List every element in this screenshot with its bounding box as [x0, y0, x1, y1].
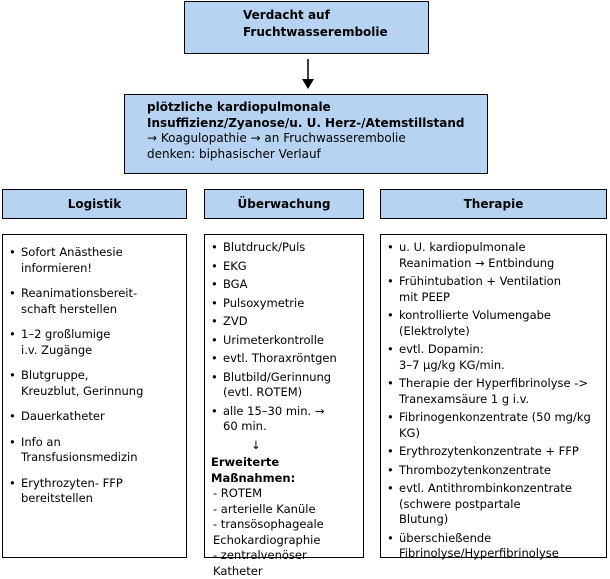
therapie-item-text: 3–7 µg/kg KG/min. [399, 357, 505, 372]
therapie-item-text: (schwere postpartale [399, 496, 521, 511]
therapie-item: Fibrinogenkonzentrate (50 mg/kg KG) [387, 410, 604, 441]
therapie-item-text: u. U. kardiopulmonale [399, 240, 526, 254]
therapie-item-text: Fibrinolyse/Hyperfibrinolyse [399, 546, 559, 560]
ueberwachung-item: Blutbild/Gerinnung(evtl. ROTEM) [211, 370, 359, 401]
logistik-item-text: Sofort Anästhesie [21, 245, 123, 259]
logistik-item-text: Dauerkatheter [21, 409, 105, 423]
ueberwachung-item: alle 15–30 min. →60 min. [211, 404, 359, 435]
ueberwachung-item: Urimeterkontrolle [211, 333, 359, 349]
therapie-item-text: evtl. Dopamin: [399, 342, 484, 356]
ueberwachung-item: EKG [211, 259, 359, 275]
extended-measures-title: Erweiterte Maßnahmen: [211, 455, 296, 485]
suspicion-box: Verdacht auf Fruchtwasserembolie [184, 1, 429, 54]
logistik-item: Blutgruppe,Kreuzblut, Gerinnung [9, 368, 182, 399]
logistik-item: Dauerkatheter [9, 409, 182, 425]
therapie-item-text: kontrollierte Volumengabe [399, 308, 552, 322]
symptoms-line-1: plötzliche kardiopulmonale [147, 100, 331, 114]
therapie-item: Erythrozytenkonzentrate + FFP [387, 444, 604, 460]
logistik-item-text: Blutgruppe, [21, 368, 89, 382]
therapie-item-text: evtl. Antithrombinkonzentrate [399, 481, 572, 495]
ueberwachung-item-text: evtl. Thoraxröntgen [223, 351, 337, 365]
therapie-item-text: mit PEEP [399, 289, 450, 304]
extended-measures-list: - ROTEM- arterielle Kanüle- transösophag… [211, 486, 359, 579]
down-arrow-icon [302, 59, 314, 89]
ueberwachung-item-text: Blutbild/Gerinnung [223, 369, 332, 384]
logistik-item-text: Kreuzblut, Gerinnung [21, 383, 144, 398]
ueberwachung-item-text: Pulsoxymetrie [223, 295, 305, 310]
logistik-item-text: bereitstellen [21, 491, 93, 505]
suspicion-line-2: Fruchtwasserembolie [243, 25, 388, 39]
therapie-item: überschießendeFibrinolyse/Hyperfibrinoly… [387, 531, 604, 562]
extended-measure-item: - transösophageale [213, 517, 324, 531]
extended-measure-item: - ROTEM [213, 486, 263, 500]
header-ueberwachung: Überwachung [204, 189, 364, 219]
ueberwachung-item: Blutdruck/Puls [211, 240, 359, 256]
extended-measure-item: - arterielle Kanüle [213, 501, 316, 516]
header-logistik: Logistik [2, 189, 187, 219]
logistik-item-text: 1–2 großlumige [21, 327, 111, 341]
ueberwachung-item-text: Blutdruck/Puls [223, 240, 306, 254]
therapie-item: kontrollierte Volumengabe(Elektrolyte) [387, 308, 604, 339]
therapie-item-text: (Elektrolyte) [399, 323, 470, 338]
symptoms-line-3: → Koagulopathie → an Fruchwasserembolie [147, 131, 406, 145]
therapie-item-text: Fibrinogenkonzentrate (50 mg/kg KG) [399, 410, 591, 440]
therapie-item-text: Reanimation → Entbindung [399, 255, 555, 270]
logistik-item-text: Transfusionsmedizin [21, 450, 138, 464]
symptoms-box: plötzliche kardiopulmonale Insuffizienz/… [124, 94, 488, 174]
therapie-item: Therapie der Hyperfibrinolyse ->Tranexam… [387, 376, 604, 407]
therapie-item: evtl. Antithrombinkonzentrate(schwere po… [387, 481, 604, 528]
ueberwachung-item: Pulsoxymetrie [211, 296, 359, 312]
ueberwachung-item: ZVD [211, 314, 359, 330]
down-arrow-small-icon: ↓ [251, 437, 261, 452]
ueberwachung-column: Blutdruck/PulsEKG BGA PulsoxymetrieZVD Urim… [204, 234, 364, 578]
ueberwachung-item: BGA [211, 277, 359, 293]
therapie-item: Thrombozytenkonzentrate [387, 463, 604, 479]
ueberwachung-item-text: (evtl. ROTEM) [223, 385, 303, 399]
suspicion-line-1: Verdacht auf [243, 8, 330, 22]
logistik-item-text: Info an [21, 434, 61, 449]
ueberwachung-item-text: alle 15–30 min. → [223, 403, 325, 418]
therapie-item-text: Frühintubation + Ventilation [399, 274, 561, 288]
therapie-item-text: Thrombozytenkonzentrate [399, 462, 551, 477]
ueberwachung-item-text: EKG [223, 258, 247, 273]
logistik-item-text: Reanimationsbereit- [21, 286, 138, 300]
extended-measure-item: - zentralvenöser Katheter [213, 548, 307, 578]
header-therapie: Therapie [380, 189, 607, 219]
symptoms-line-2: Insuffizienz/Zyanose/u. U. Herz-/Atemsti… [147, 115, 465, 130]
therapie-item-text: Therapie der Hyperfibrinolyse -> [399, 376, 589, 390]
ueberwachung-item: evtl. Thoraxröntgen [211, 351, 359, 367]
logistik-item-text: schaft herstellen [21, 301, 118, 316]
extended-measure-item: Echokardiographie [213, 532, 321, 547]
logistik-item-text: informieren! [21, 260, 93, 275]
ueberwachung-item-text: BGA [223, 277, 248, 291]
logistik-item-text: i.v. Zugänge [21, 342, 93, 357]
logistik-item-text: Erythrozyten- FFP [21, 475, 123, 490]
therapie-item-text: überschießende [399, 530, 492, 545]
therapie-item-text: Blutung) [399, 512, 449, 526]
therapie-item-text: Erythrozytenkonzentrate + FFP [399, 444, 579, 458]
symptoms-line-4: denken: biphasischer Verlauf [147, 146, 321, 161]
ueberwachung-item-text: ZVD [223, 314, 248, 328]
therapie-item: evtl. Dopamin:3–7 µg/kg KG/min. [387, 342, 604, 373]
ueberwachung-list: Blutdruck/PulsEKG BGA PulsoxymetrieZVD Urim… [211, 240, 359, 435]
ueberwachung-item-text: 60 min. [223, 419, 267, 433]
therapie-item-text: Tranexamsäure 1 g i.v. [399, 391, 530, 406]
ueberwachung-item-text: Urimeterkontrolle [223, 332, 324, 347]
logistik-item: Reanimationsbereit-schaft herstellen [9, 286, 182, 317]
